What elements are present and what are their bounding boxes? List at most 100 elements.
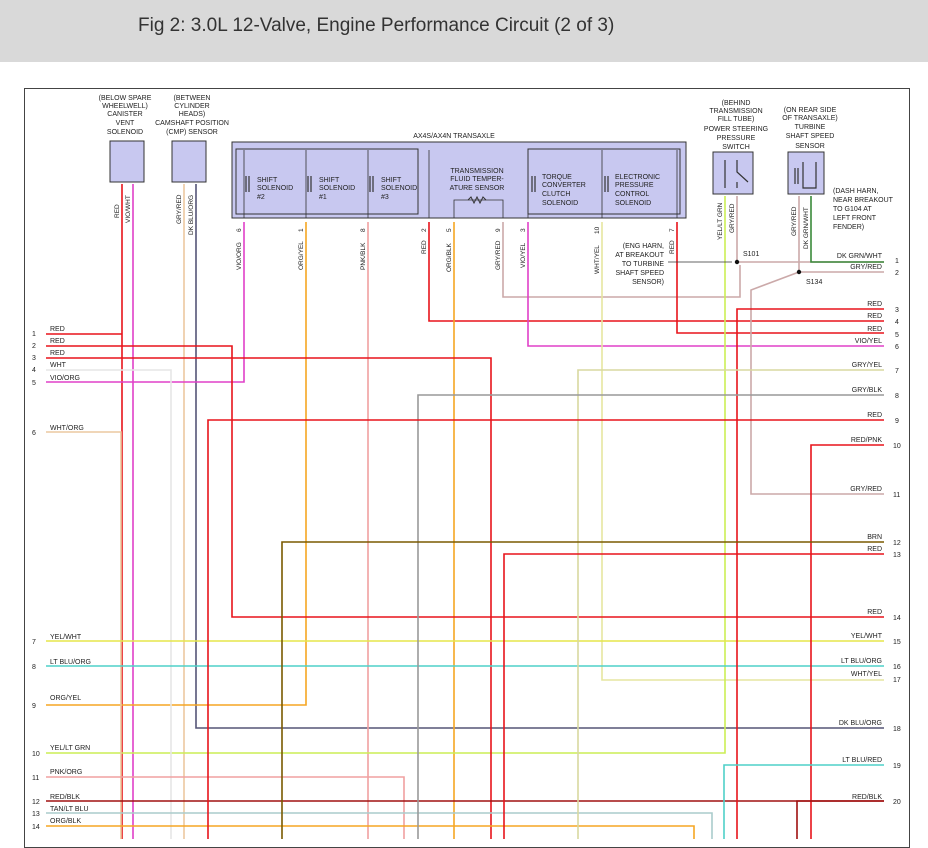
splice-s101-dot xyxy=(734,259,740,265)
tcc-sol-l1: CONVERTER xyxy=(542,182,586,189)
wire-right-9 xyxy=(207,419,884,839)
right-num-8: 8 xyxy=(895,393,899,400)
right-num-7: 7 xyxy=(895,368,899,375)
wire-left-11 xyxy=(46,776,405,839)
right-label-3: RED xyxy=(867,301,882,308)
right-num-3: 3 xyxy=(895,307,899,314)
cmp-pin-dk-blu-org: DK BLU/ORG xyxy=(188,195,195,235)
canister-vent-label-4: SOLENOID xyxy=(107,129,143,136)
left-num-2: 2 xyxy=(32,343,36,350)
trans-pin-wire-red-2: RED xyxy=(421,240,428,254)
ps-label-0: (BEHIND xyxy=(722,100,751,107)
right-num-11: 11 xyxy=(893,492,900,499)
shift-sol-3-l2: #3 xyxy=(381,194,389,201)
wire-org-yel xyxy=(46,222,307,706)
left-num-7: 7 xyxy=(32,639,36,646)
wire-cmp-dk-blu-org xyxy=(195,184,884,729)
ps-label-4: PRESSURE xyxy=(717,135,756,142)
left-num-5: 5 xyxy=(32,380,36,387)
shift-sol-1-l1: SOLENOID xyxy=(319,185,355,192)
trans-pin-wire-vio-org: VIO/ORG xyxy=(236,242,243,270)
tft-sensor-l2: ATURE SENSOR xyxy=(450,185,505,192)
left-label-10: YEL/LT GRN xyxy=(50,745,90,752)
eng-harn-3: SHAFT SPEED xyxy=(616,270,665,277)
left-num-9: 9 xyxy=(32,703,36,710)
left-num-3: 3 xyxy=(32,355,36,362)
cmp-label-1: CYLINDER xyxy=(174,103,209,110)
cmp-label-3: CAMSHAFT POSITION xyxy=(155,120,229,127)
trans-pin-wire-wht-yel: WHT/YEL xyxy=(594,245,601,274)
wire-right-12 xyxy=(281,541,884,839)
eng-harn-0: (ENG HARN, xyxy=(623,243,664,250)
dash-harn-1: NEAR BREAKOUT xyxy=(833,197,894,204)
left-num-4: 4 xyxy=(32,367,36,374)
left-label-11: PNK/ORG xyxy=(50,769,82,776)
transaxle-title: AX4S/AX4N TRANSAXLE xyxy=(413,133,495,140)
cmp-pin-gry-red: GRY/RED xyxy=(176,194,183,224)
left-label-4: WHT xyxy=(50,362,67,369)
ps-label-3: POWER STEERING xyxy=(704,126,768,133)
tss-pin-gry-red: GRY/RED xyxy=(791,206,798,236)
trans-pin-num-1: 1 xyxy=(298,228,305,232)
left-num-6: 6 xyxy=(32,430,36,437)
ps-label-1: TRANSMISSION xyxy=(709,108,762,115)
right-label-11: GRY/RED xyxy=(850,486,882,493)
right-num-17: 17 xyxy=(893,677,901,684)
left-num-12: 12 xyxy=(32,799,40,806)
right-label-1: DK GRN/WHT xyxy=(837,253,883,260)
trans-pin-wire-org-blk: ORG/BLK xyxy=(446,242,453,272)
wire-left-13 xyxy=(46,812,713,839)
wire-trans-gry-red xyxy=(502,222,741,298)
canister-vent-label-3: VENT xyxy=(116,120,135,127)
wire-s134-gry-red xyxy=(750,271,884,495)
wire-left-3 xyxy=(46,357,492,839)
canister-vent-label-0: (BELOW SPARE xyxy=(99,95,152,102)
left-label-14: ORG/BLK xyxy=(50,818,81,825)
wire-right-19 xyxy=(723,764,884,839)
figure-header: Fig 2: 3.0L 12-Valve, Engine Performance… xyxy=(0,0,928,62)
epc-sol-l2: CONTROL xyxy=(615,191,649,198)
tss-pin-dk-grn-wht: DK GRN/WHT xyxy=(803,207,810,249)
right-label-10: RED/PNK xyxy=(851,437,882,444)
right-num-13: 13 xyxy=(893,552,901,559)
left-label-5: VIO/ORG xyxy=(50,375,80,382)
left-num-8: 8 xyxy=(32,664,36,671)
wire-right-7 xyxy=(577,369,884,839)
ps-switch-box xyxy=(712,151,754,195)
right-num-5: 5 xyxy=(895,332,899,339)
right-label-19: LT BLU/RED xyxy=(842,757,882,764)
canister-vent-label-2: CANISTER xyxy=(107,111,142,118)
right-label-8: GRY/BLK xyxy=(852,387,883,394)
right-label-14: RED xyxy=(867,609,882,616)
epc-sol-l3: SOLENOID xyxy=(615,200,651,207)
tss-label-3: SHAFT SPEED xyxy=(786,133,835,140)
right-label-4: RED xyxy=(867,313,882,320)
left-num-11: 11 xyxy=(32,775,39,782)
wire-left-14 xyxy=(46,825,695,839)
tss-sensor-box xyxy=(787,151,825,195)
wire-right-10 xyxy=(810,444,884,839)
tcc-sol-l3: SOLENOID xyxy=(542,200,578,207)
epc-sol-l0: ELECTRONIC xyxy=(615,174,660,181)
trans-pin-num-8: 8 xyxy=(360,228,367,232)
right-num-12: 12 xyxy=(893,540,901,547)
tss-label-2: TURBINE xyxy=(795,124,826,131)
trans-pin-num-5: 5 xyxy=(446,228,453,232)
right-label-12: BRN xyxy=(867,534,882,541)
left-label-3: RED xyxy=(50,350,65,357)
right-label-9: RED xyxy=(867,412,882,419)
wire-right-3 xyxy=(736,308,884,839)
right-num-15: 15 xyxy=(893,639,901,646)
thermistor-icon xyxy=(467,195,487,205)
eng-harn-2: TO TURBINE xyxy=(622,261,664,268)
trans-pin-num-7: 7 xyxy=(669,228,676,232)
trans-pin-wire-vio-yel: VIO/YEL xyxy=(520,242,527,268)
splice-s134-dot xyxy=(796,269,802,275)
tcc-sol-l2: CLUTCH xyxy=(542,191,570,198)
trans-pin-num-2: 2 xyxy=(421,228,428,232)
shift-sol-2-l2: #2 xyxy=(257,194,265,201)
left-num-13: 13 xyxy=(32,811,40,818)
wire-right-13 xyxy=(503,553,884,839)
left-label-1: RED xyxy=(50,326,65,333)
